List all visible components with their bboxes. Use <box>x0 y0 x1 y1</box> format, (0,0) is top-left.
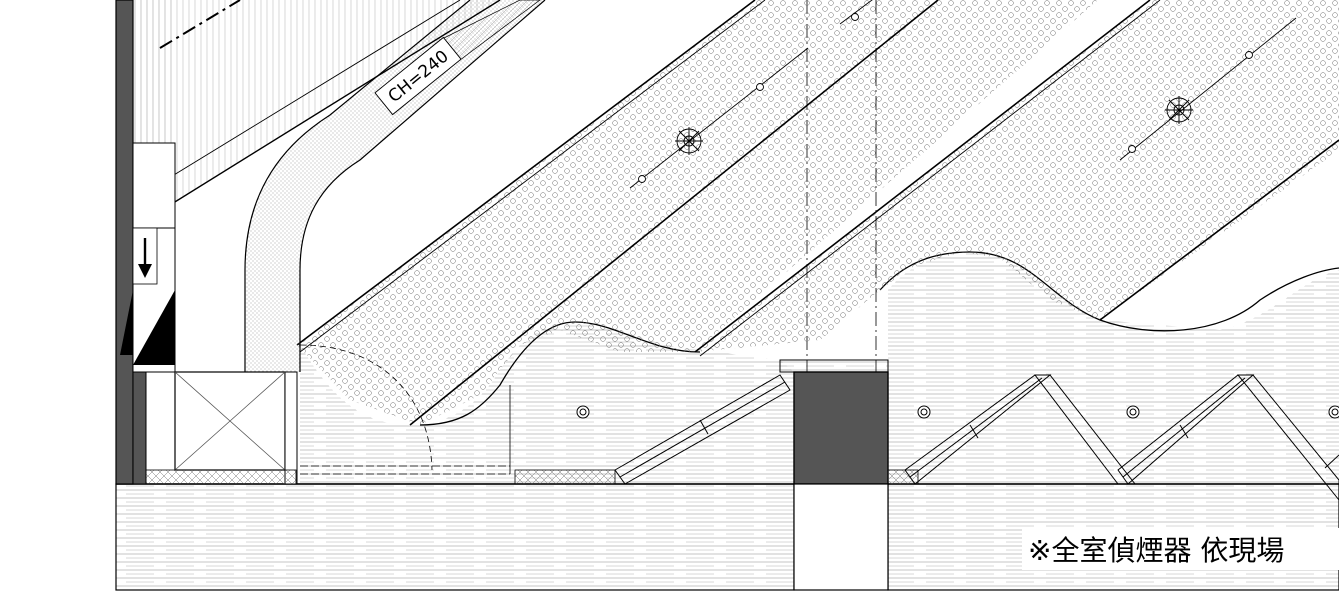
smoke-detector-icon <box>675 127 703 155</box>
section-line <box>159 0 241 49</box>
door-swing <box>299 344 511 475</box>
note-text: ※全室偵煙器 依現場 <box>1028 534 1284 567</box>
downlight-icon <box>576 405 590 419</box>
left-cabinet <box>120 142 176 373</box>
downlight-icon <box>1126 405 1140 419</box>
column-void <box>793 483 889 591</box>
window-frame <box>614 374 1339 501</box>
ceiling-beam-1 <box>296 0 1098 426</box>
light-track <box>629 0 1297 189</box>
downlight-icon <box>1328 405 1339 419</box>
curved-plenum <box>132 0 546 372</box>
column-cap <box>779 359 889 373</box>
service-shaft <box>145 371 298 485</box>
down-arrow-icon <box>138 238 152 278</box>
floor-slab <box>115 483 1339 591</box>
smoke-detector-icon <box>1165 96 1193 124</box>
sill-strip <box>887 469 919 485</box>
structural-column <box>793 371 889 485</box>
note-background <box>1022 528 1339 570</box>
ceiling-beam-2 <box>694 0 1339 357</box>
sill-strip <box>514 469 616 485</box>
downlight-icon <box>917 405 931 419</box>
